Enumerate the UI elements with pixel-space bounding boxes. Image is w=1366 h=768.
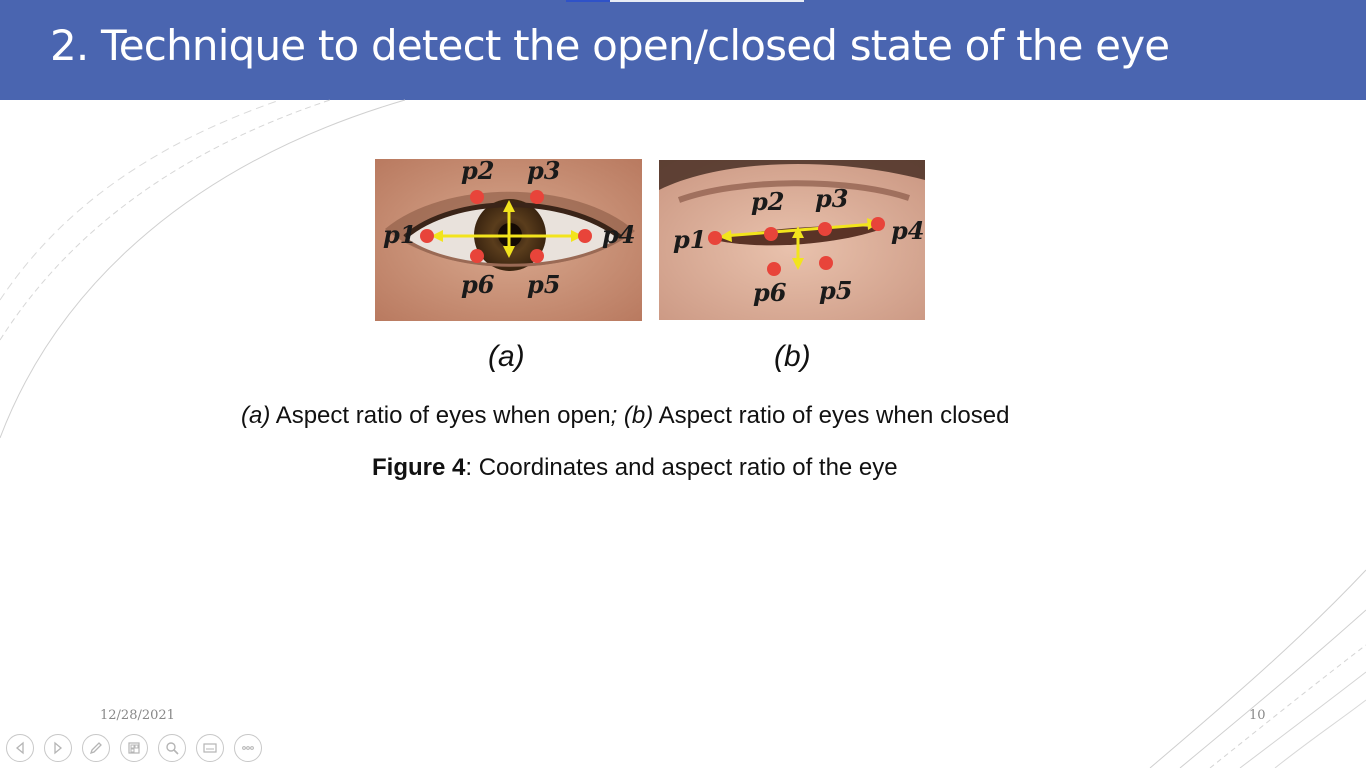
pen-icon[interactable] [82,734,110,762]
subfigure-label-a: (a) [488,340,525,373]
caption-separator: ; [610,402,618,429]
zoom-icon[interactable] [158,734,186,762]
label-p5: p5 [819,276,852,305]
slide-date: 12/28/2021 [100,708,175,723]
slide-number: 10 [1249,708,1266,723]
caption-label-a: (a) [241,402,271,429]
label-p3: p3 [815,184,848,213]
label-p4: p4 [891,216,924,245]
previous-slide-icon[interactable] [6,734,34,762]
figure-caption: Figure 4: Coordinates and aspect ratio o… [372,454,898,482]
title-accent-line-light [610,0,804,2]
slides-icon[interactable] [120,734,148,762]
label-p4: p4 [602,220,635,249]
caption-label-b: (b) [617,402,654,429]
presentation-toolbar [6,734,262,764]
more-options-icon[interactable] [234,734,262,762]
caption-text-b: Aspect ratio of eyes when closed [653,402,1010,429]
subfigure-label-b: (b) [774,340,811,373]
closed-eye-image: p1 p2 p3 p4 p5 p6 [659,160,925,320]
figure-caption-text: : Coordinates and aspect ratio of the ey… [465,454,898,481]
caption-text-a: Aspect ratio of eyes when open [270,402,611,429]
label-p6: p6 [753,278,787,307]
label-p1: p1 [673,225,706,254]
label-p1: p1 [383,220,416,249]
label-p2: p2 [751,187,784,216]
label-p5: p5 [527,270,560,299]
open-eye-image: p1 p2 p3 p4 p5 p6 [375,159,642,321]
figure-number: Figure 4 [372,454,466,481]
label-p6: p6 [461,270,495,299]
title-accent-line [566,0,610,2]
slide-title: 2. Technique to detect the open/closed s… [50,21,1170,70]
label-p3: p3 [527,159,560,185]
figure-subcaption: (a) Aspect ratio of eyes when open; (b) … [241,402,1009,430]
label-p2: p2 [461,159,494,185]
title-bar: 2. Technique to detect the open/closed s… [0,0,1366,100]
subtitles-icon[interactable] [196,734,224,762]
next-slide-icon[interactable] [44,734,72,762]
